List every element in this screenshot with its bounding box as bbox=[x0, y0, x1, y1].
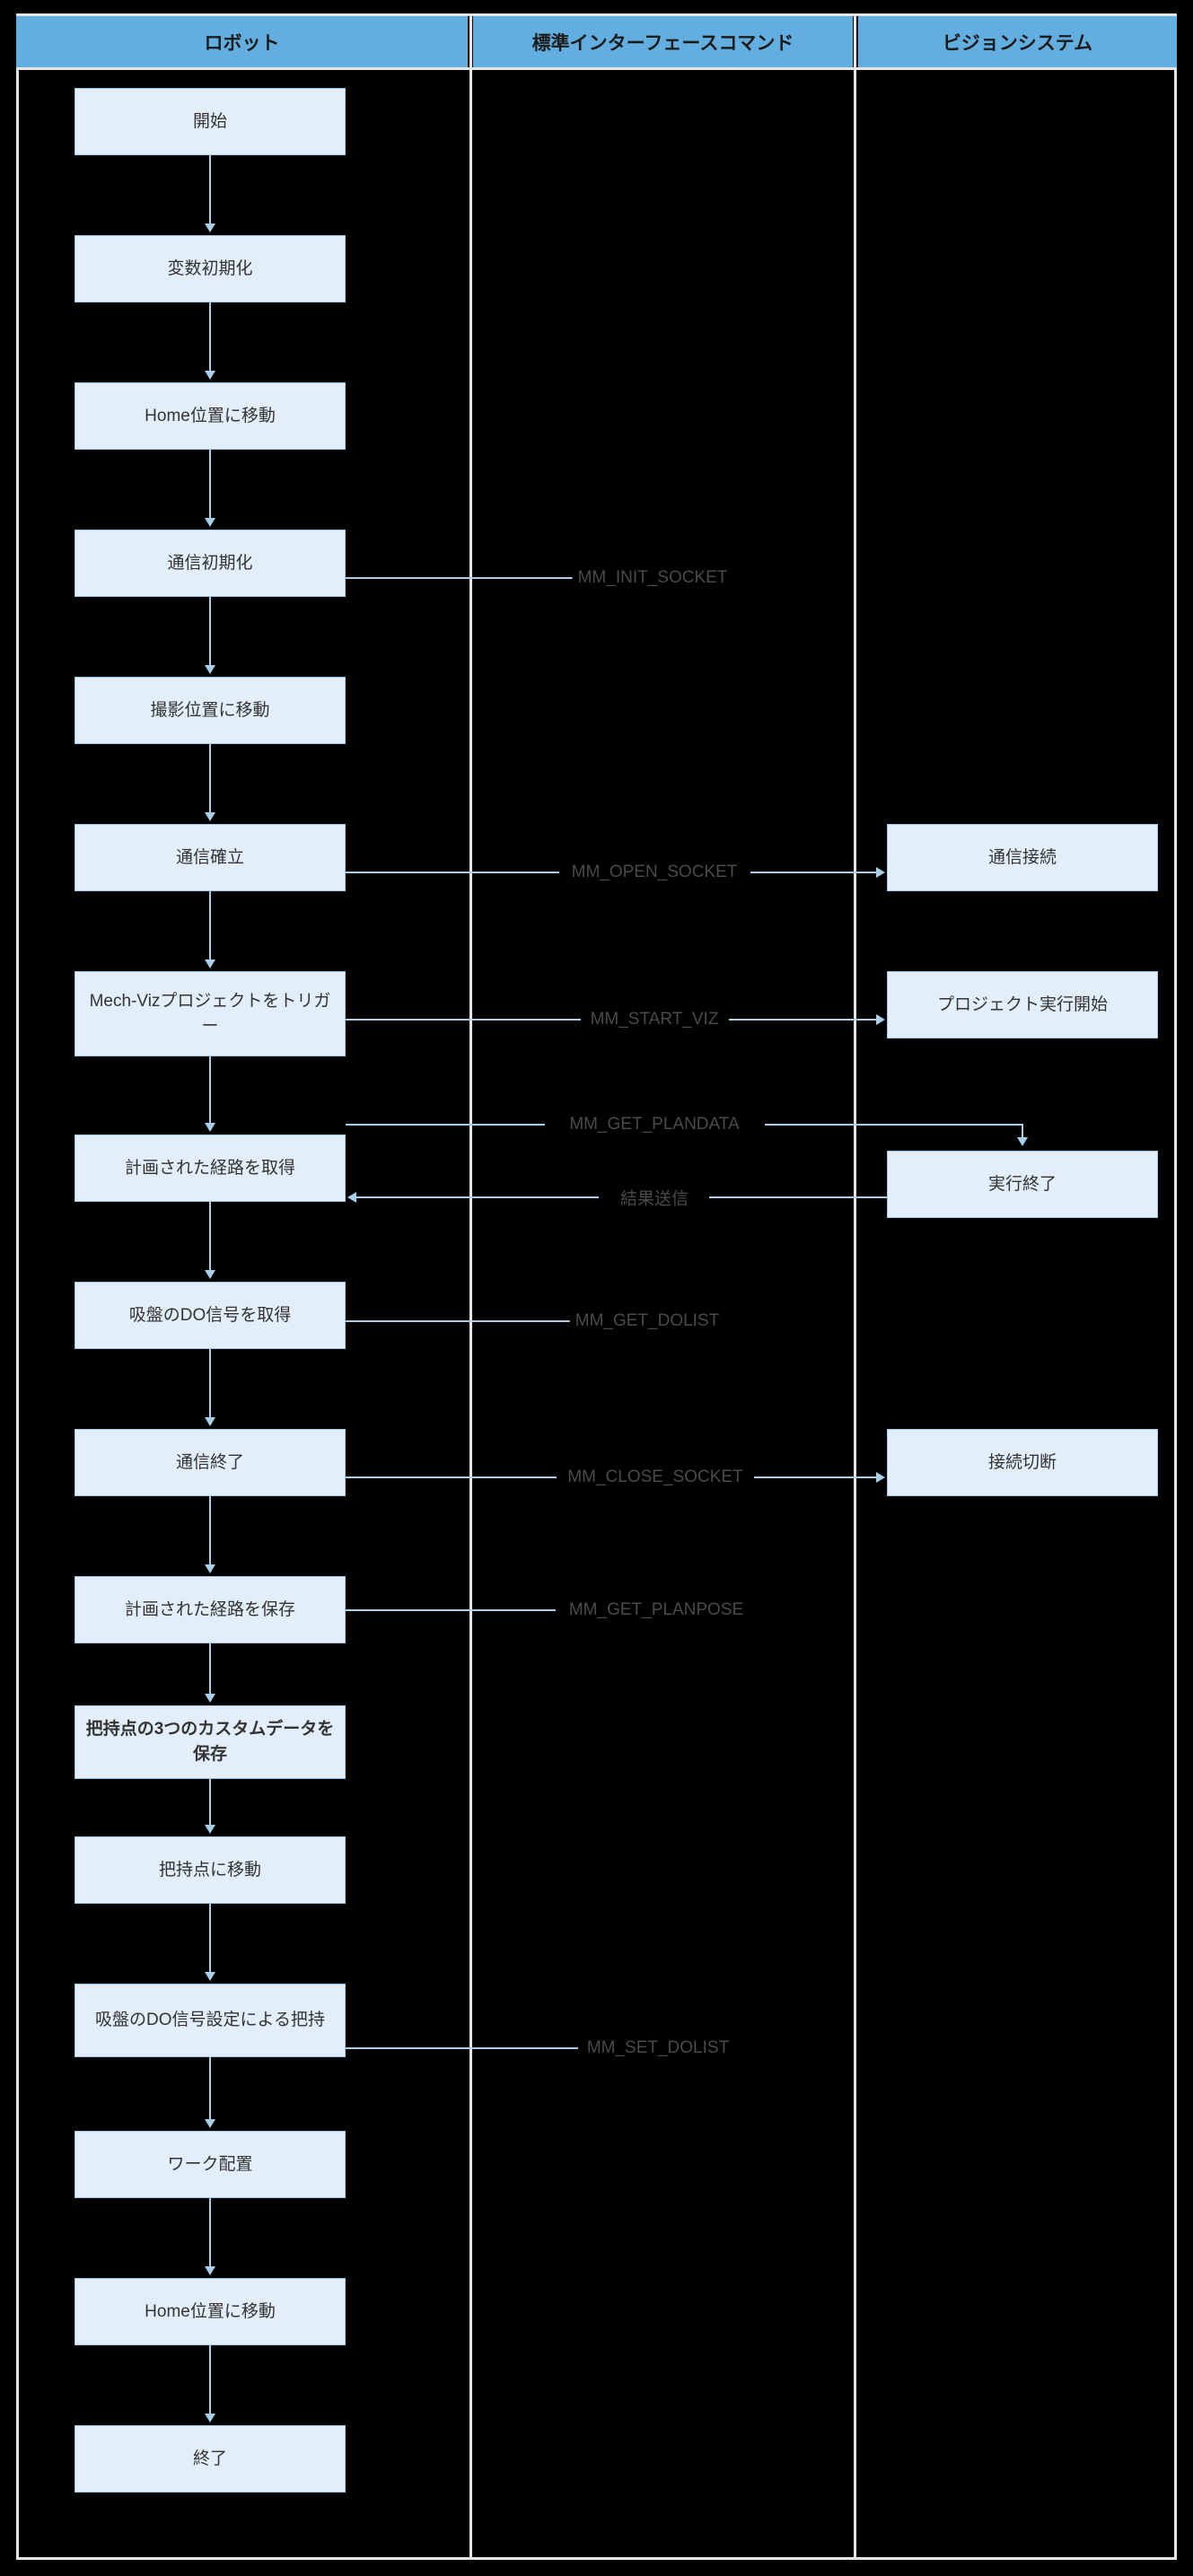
connector-mm-get-plandata-right bbox=[765, 1124, 1022, 1126]
edge-label-mm-get-dolist: MM_GET_DOLIST bbox=[569, 1311, 725, 1331]
arrowhead-move-to-pick bbox=[205, 1825, 215, 1834]
connector-move-to-pick-to-pick-with-do bbox=[209, 1904, 211, 1972]
arrowhead-move-home-2 bbox=[205, 2266, 215, 2275]
connector-close-comm-to-save-planned-path bbox=[209, 1496, 211, 1567]
connector-mm-start-viz-right bbox=[729, 1019, 878, 1021]
lane-header-robot-label: ロボット bbox=[204, 32, 280, 54]
lane-divider-right bbox=[1174, 16, 1177, 2560]
connector-move-home-2-to-end bbox=[209, 2345, 211, 2414]
node-move-home-1[interactable]: Home位置に移動 bbox=[75, 382, 346, 450]
lane-header-command-label: 標準インターフェースコマンド bbox=[531, 32, 794, 54]
edge-label-result-send: 結果送信 bbox=[614, 1185, 695, 1210]
arrowhead-get-do-signal bbox=[205, 1270, 215, 1279]
node-save-custom-data[interactable]: 把持点の3つのカスタムデータを保存 bbox=[75, 1705, 346, 1779]
node-establish-comm[interactable]: 通信確立 bbox=[75, 824, 346, 891]
arrowhead-establish-comm bbox=[205, 812, 215, 821]
arrowhead-end bbox=[205, 2414, 215, 2423]
connector-establish-comm-to-trigger-mechviz bbox=[209, 891, 211, 962]
connector-start-to-init-vars bbox=[209, 155, 211, 226]
node-comm-connect[interactable]: 通信接続 bbox=[887, 824, 1158, 891]
arrowhead-place-workpiece bbox=[205, 2119, 215, 2128]
arrowhead-comm-connect bbox=[876, 867, 885, 878]
node-get-planned-path[interactable]: 計画された経路を取得 bbox=[75, 1135, 346, 1202]
node-move-capture[interactable]: 撮影位置に移動 bbox=[75, 677, 346, 744]
connector-get-do-signal-to-close-comm bbox=[209, 1349, 211, 1420]
connector-mm-open-socket-right bbox=[750, 872, 878, 873]
node-get-do-signal[interactable]: 吸盤のDO信号を取得 bbox=[75, 1282, 346, 1349]
edge-label-mm-get-plandata: MM_GET_PLANDATA bbox=[564, 1115, 745, 1135]
connector-mm-init-socket bbox=[346, 577, 588, 579]
edge-label-mm-set-dolist: MM_SET_DOLIST bbox=[581, 2038, 735, 2058]
lane-divider-left bbox=[16, 16, 19, 2560]
connector-mm-open-socket-left bbox=[346, 872, 559, 873]
node-close-comm[interactable]: 通信終了 bbox=[75, 1429, 346, 1496]
node-execution-done[interactable]: 実行終了 bbox=[887, 1151, 1158, 1218]
connector-save-planned-path-to-save-custom-data bbox=[209, 1643, 211, 1696]
connector-mm-close-socket-right bbox=[754, 1476, 878, 1478]
connector-mm-close-socket-left bbox=[346, 1476, 557, 1478]
lane-header-rule bbox=[16, 67, 1177, 70]
node-move-home-2[interactable]: Home位置に移動 bbox=[75, 2278, 346, 2345]
connector-save-custom-data-to-move-to-pick bbox=[209, 1779, 211, 1827]
connector-mm-get-plandata-left bbox=[346, 1124, 545, 1126]
arrowhead-result-send bbox=[347, 1192, 356, 1203]
connector-pick-with-do-to-place-workpiece bbox=[209, 2057, 211, 2119]
node-start[interactable]: 開始 bbox=[75, 88, 346, 155]
connector-get-planned-path-to-get-do-signal bbox=[209, 1202, 211, 1273]
connector-init-comm-to-move-capture bbox=[209, 597, 211, 668]
connector-result-send-right bbox=[709, 1196, 887, 1198]
arrowhead-init-comm bbox=[205, 518, 215, 527]
arrowhead-save-custom-data bbox=[205, 1694, 215, 1703]
arrowhead-trigger-mechviz bbox=[205, 959, 215, 968]
edge-label-mm-get-planpose: MM_GET_PLANPOSE bbox=[563, 1600, 750, 1620]
node-place-workpiece[interactable]: ワーク配置 bbox=[75, 2131, 346, 2198]
arrowhead-pick-with-do bbox=[205, 1972, 215, 1981]
arrowhead-get-planned-path bbox=[205, 1123, 215, 1132]
node-save-planned-path[interactable]: 計画された経路を保存 bbox=[75, 1576, 346, 1643]
connector-place-workpiece-to-move-home-2 bbox=[209, 2198, 211, 2266]
node-move-to-pick[interactable]: 把持点に移動 bbox=[75, 1836, 346, 1904]
node-init-vars[interactable]: 変数初期化 bbox=[75, 235, 346, 302]
arrowhead-save-planned-path bbox=[205, 1564, 215, 1573]
connector-mm-get-dolist bbox=[346, 1320, 575, 1322]
node-pick-with-do[interactable]: 吸盤のDO信号設定による把持 bbox=[75, 1984, 346, 2057]
arrowhead-execution-done bbox=[1017, 1137, 1028, 1146]
connector-mm-get-plandata-drop bbox=[1022, 1124, 1023, 1140]
edge-label-mm-open-socket: MM_OPEN_SOCKET bbox=[566, 863, 743, 882]
node-comm-disconnect[interactable]: 接続切断 bbox=[887, 1429, 1158, 1496]
arrowhead-move-home-1 bbox=[205, 371, 215, 380]
node-project-start[interactable]: プロジェクト実行開始 bbox=[887, 971, 1158, 1038]
edge-label-mm-start-viz: MM_START_VIZ bbox=[584, 1010, 724, 1030]
connector-mm-start-viz-left bbox=[346, 1019, 581, 1021]
edge-label-mm-init-socket: MM_INIT_SOCKET bbox=[572, 568, 733, 588]
lane-header-command: 標準インターフェースコマンド bbox=[473, 16, 853, 67]
connector-trigger-mechviz-to-get-planned-path bbox=[209, 1056, 211, 1126]
node-end[interactable]: 終了 bbox=[75, 2425, 346, 2493]
arrowhead-comm-disconnect bbox=[876, 1472, 885, 1483]
arrowhead-init-vars bbox=[205, 223, 215, 232]
lane-top-border bbox=[16, 13, 1177, 16]
connector-move-home-1-to-init-comm bbox=[209, 450, 211, 521]
node-init-comm[interactable]: 通信初期化 bbox=[75, 530, 346, 597]
connector-move-capture-to-establish-comm bbox=[209, 744, 211, 815]
arrowhead-project-start bbox=[876, 1014, 885, 1025]
lane-divider-1 bbox=[469, 16, 472, 2560]
arrowhead-move-capture bbox=[205, 665, 215, 674]
edge-label-mm-close-socket: MM_CLOSE_SOCKET bbox=[562, 1468, 749, 1487]
lane-header-vision-label: ビジョンシステム bbox=[942, 32, 1093, 54]
connector-mm-get-planpose bbox=[346, 1609, 556, 1611]
connector-init-vars-to-move-home-1 bbox=[209, 302, 211, 373]
lane-header-robot: ロボット bbox=[16, 16, 468, 67]
arrowhead-close-comm bbox=[205, 1417, 215, 1426]
connector-mm-set-dolist bbox=[346, 2047, 578, 2049]
lane-divider-2 bbox=[854, 16, 856, 2560]
lane-bottom-border bbox=[16, 2557, 1177, 2560]
lane-header-vision: ビジョンシステム bbox=[858, 16, 1177, 67]
node-trigger-mechviz[interactable]: Mech-Vizプロジェクトをトリガー bbox=[75, 971, 346, 1056]
connector-result-send-left bbox=[356, 1196, 599, 1198]
